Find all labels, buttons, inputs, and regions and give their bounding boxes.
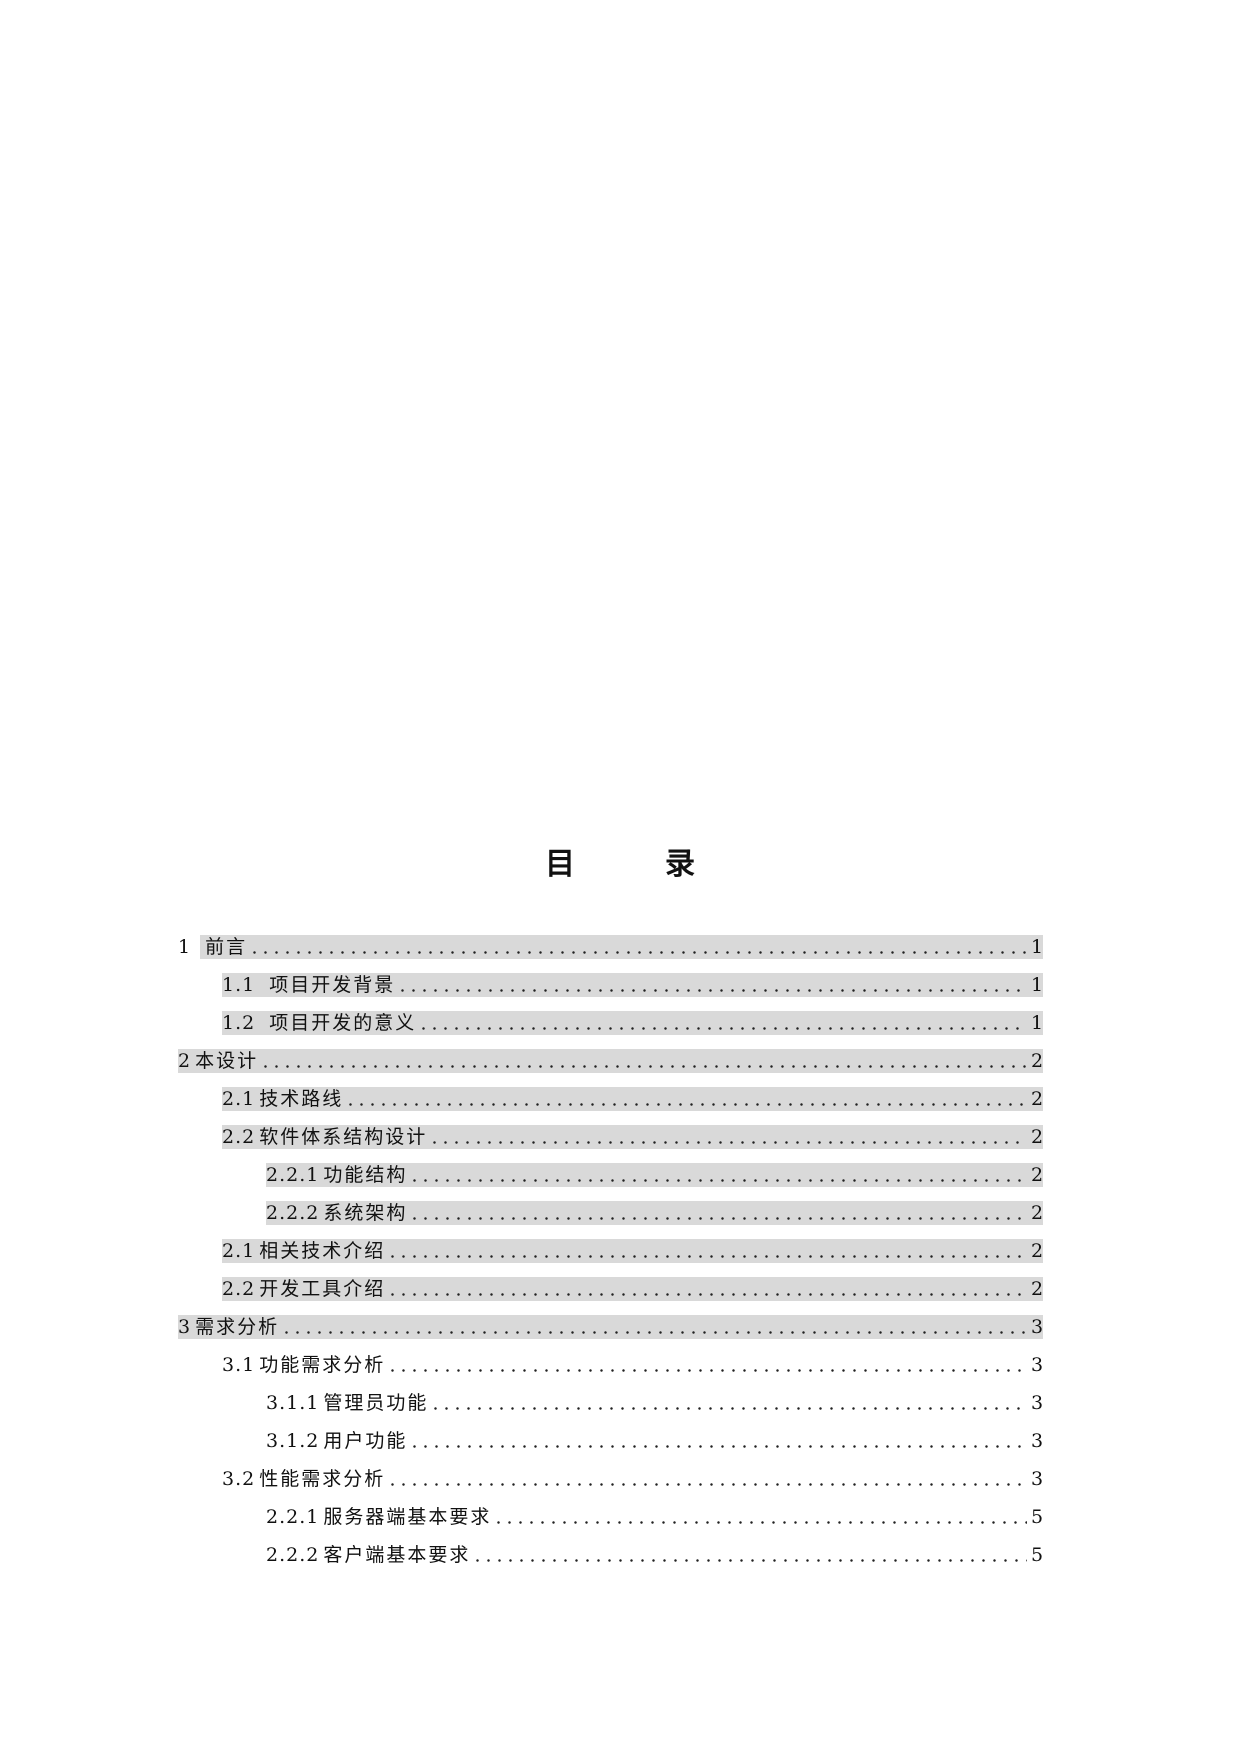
toc-entry-number: 2.2.2 — [266, 1202, 320, 1224]
toc-entry-label: 开发工具介绍 — [259, 1278, 386, 1300]
toc-entry-number: 3.1.2 — [266, 1430, 320, 1452]
toc-entry-number: 2 — [178, 1050, 192, 1072]
dot-leader — [409, 1201, 1027, 1225]
toc-entry[interactable]: 2.1 技术路线 2 — [178, 1080, 1043, 1118]
toc-entry-label: 技术路线 — [259, 1088, 344, 1110]
toc-entry-label: 本设计 — [195, 1050, 259, 1072]
toc-entry-page: 2 — [1031, 1278, 1044, 1300]
toc-entry-number: 2.2.1 — [266, 1164, 320, 1186]
toc-entry[interactable]: 1.1 项目开发背景 1 — [178, 966, 1043, 1004]
toc-entry-number: 2.1 — [222, 1240, 256, 1262]
toc-entry-page: 3 — [1031, 1354, 1044, 1376]
toc-entry-number: 1.2 — [222, 1012, 256, 1034]
toc-entry-label: 前言 — [205, 936, 248, 958]
toc-entry-label: 管理员功能 — [323, 1392, 429, 1414]
toc-entry-label: 需求分析 — [195, 1316, 280, 1338]
dot-leader — [409, 1429, 1027, 1453]
toc-entry-label: 服务器端基本要求 — [323, 1506, 492, 1528]
toc-entry-label: 性能需求分析 — [259, 1468, 386, 1490]
dot-leader — [472, 1543, 1027, 1567]
toc-entry-page: 3 — [1031, 1430, 1044, 1452]
toc-entry-number: 2.2 — [222, 1126, 256, 1148]
toc-entry-page: 2 — [1031, 1088, 1044, 1110]
toc-entry-number: 3 — [178, 1316, 192, 1338]
toc-entry-label: 功能结构 — [323, 1164, 408, 1186]
toc-entry[interactable]: 3.1 功能需求分析 3 — [178, 1346, 1043, 1384]
toc-entry-number: 1 — [178, 936, 192, 958]
dot-leader — [397, 973, 1027, 997]
toc-entry-number: 3.1.1 — [266, 1392, 320, 1414]
toc-entry-page: 3 — [1031, 1392, 1044, 1414]
toc-entry[interactable]: 3.1.2 用户功能 3 — [178, 1422, 1043, 1460]
toc-entry-label: 客户端基本要求 — [323, 1544, 471, 1566]
toc-entry-page: 2 — [1031, 1164, 1044, 1186]
toc-entry-label: 用户功能 — [323, 1430, 408, 1452]
toc-entry-number: 2.2.1 — [266, 1506, 320, 1528]
dot-leader — [493, 1505, 1027, 1529]
dot-leader — [429, 1125, 1027, 1149]
toc-entry[interactable]: 3.2 性能需求分析 3 — [178, 1460, 1043, 1498]
toc-entry[interactable]: 2.2.1 功能结构 2 — [178, 1156, 1043, 1194]
dot-leader — [249, 935, 1027, 959]
toc-entry-page: 3 — [1031, 1316, 1044, 1338]
dot-leader — [418, 1011, 1027, 1035]
dot-leader — [387, 1277, 1027, 1301]
toc-entry-label: 软件体系结构设计 — [259, 1126, 428, 1148]
table-of-contents: 1 前言 1 1.1 项目开发背景 1 1.2 项目开发的意义 1 — [178, 928, 1043, 1574]
toc-entry-page: 5 — [1031, 1544, 1044, 1566]
toc-entry-page: 1 — [1031, 1012, 1044, 1034]
toc-entry[interactable]: 2.1 相关技术介绍 2 — [178, 1232, 1043, 1270]
toc-entry[interactable]: 2.2 开发工具介绍 2 — [178, 1270, 1043, 1308]
toc-entry[interactable]: 2 本设计 2 — [178, 1042, 1043, 1080]
toc-entry[interactable]: 3.1.1 管理员功能 3 — [178, 1384, 1043, 1422]
toc-entry-label: 功能需求分析 — [259, 1354, 386, 1376]
toc-entry-page: 1 — [1031, 974, 1044, 996]
dot-leader — [387, 1467, 1027, 1491]
dot-leader — [281, 1315, 1027, 1339]
dot-leader — [409, 1163, 1027, 1187]
dot-leader — [387, 1239, 1027, 1263]
toc-entry-number: 3.1 — [222, 1354, 256, 1376]
toc-title: 目 录 — [545, 847, 725, 882]
toc-entry-number: 3.2 — [222, 1468, 256, 1490]
toc-entry-label: 系统架构 — [323, 1202, 408, 1224]
toc-entry-label: 相关技术介绍 — [259, 1240, 386, 1262]
dot-leader — [260, 1049, 1027, 1073]
dot-leader — [345, 1087, 1027, 1111]
toc-entry-number: 1.1 — [222, 974, 256, 996]
toc-entry-page: 1 — [1031, 936, 1044, 958]
dot-leader — [430, 1391, 1027, 1415]
toc-entry-page: 2 — [1031, 1050, 1044, 1072]
toc-entry[interactable]: 2.2.2 客户端基本要求 5 — [178, 1536, 1043, 1574]
toc-entry-label: 项目开发的意义 — [269, 1012, 417, 1034]
toc-entry[interactable]: 1.2 项目开发的意义 1 — [178, 1004, 1043, 1042]
toc-entry-label: 项目开发背景 — [269, 974, 396, 996]
dot-leader — [387, 1353, 1027, 1377]
toc-entry[interactable]: 1 前言 1 — [178, 928, 1043, 966]
toc-entry-page: 3 — [1031, 1468, 1044, 1490]
toc-entry[interactable]: 2.2 软件体系结构设计 2 — [178, 1118, 1043, 1156]
toc-entry-number: 2.1 — [222, 1088, 256, 1110]
toc-entry-page: 2 — [1031, 1240, 1044, 1262]
toc-entry-page: 5 — [1031, 1506, 1044, 1528]
toc-entry-number: 2.2 — [222, 1278, 256, 1300]
toc-entry-number: 2.2.2 — [266, 1544, 320, 1566]
toc-entry[interactable]: 3 需求分析 3 — [178, 1308, 1043, 1346]
toc-entry-page: 2 — [1031, 1202, 1044, 1224]
toc-entry[interactable]: 2.2.1 服务器端基本要求 5 — [178, 1498, 1043, 1536]
toc-entry-page: 2 — [1031, 1126, 1044, 1148]
toc-entry[interactable]: 2.2.2 系统架构 2 — [178, 1194, 1043, 1232]
